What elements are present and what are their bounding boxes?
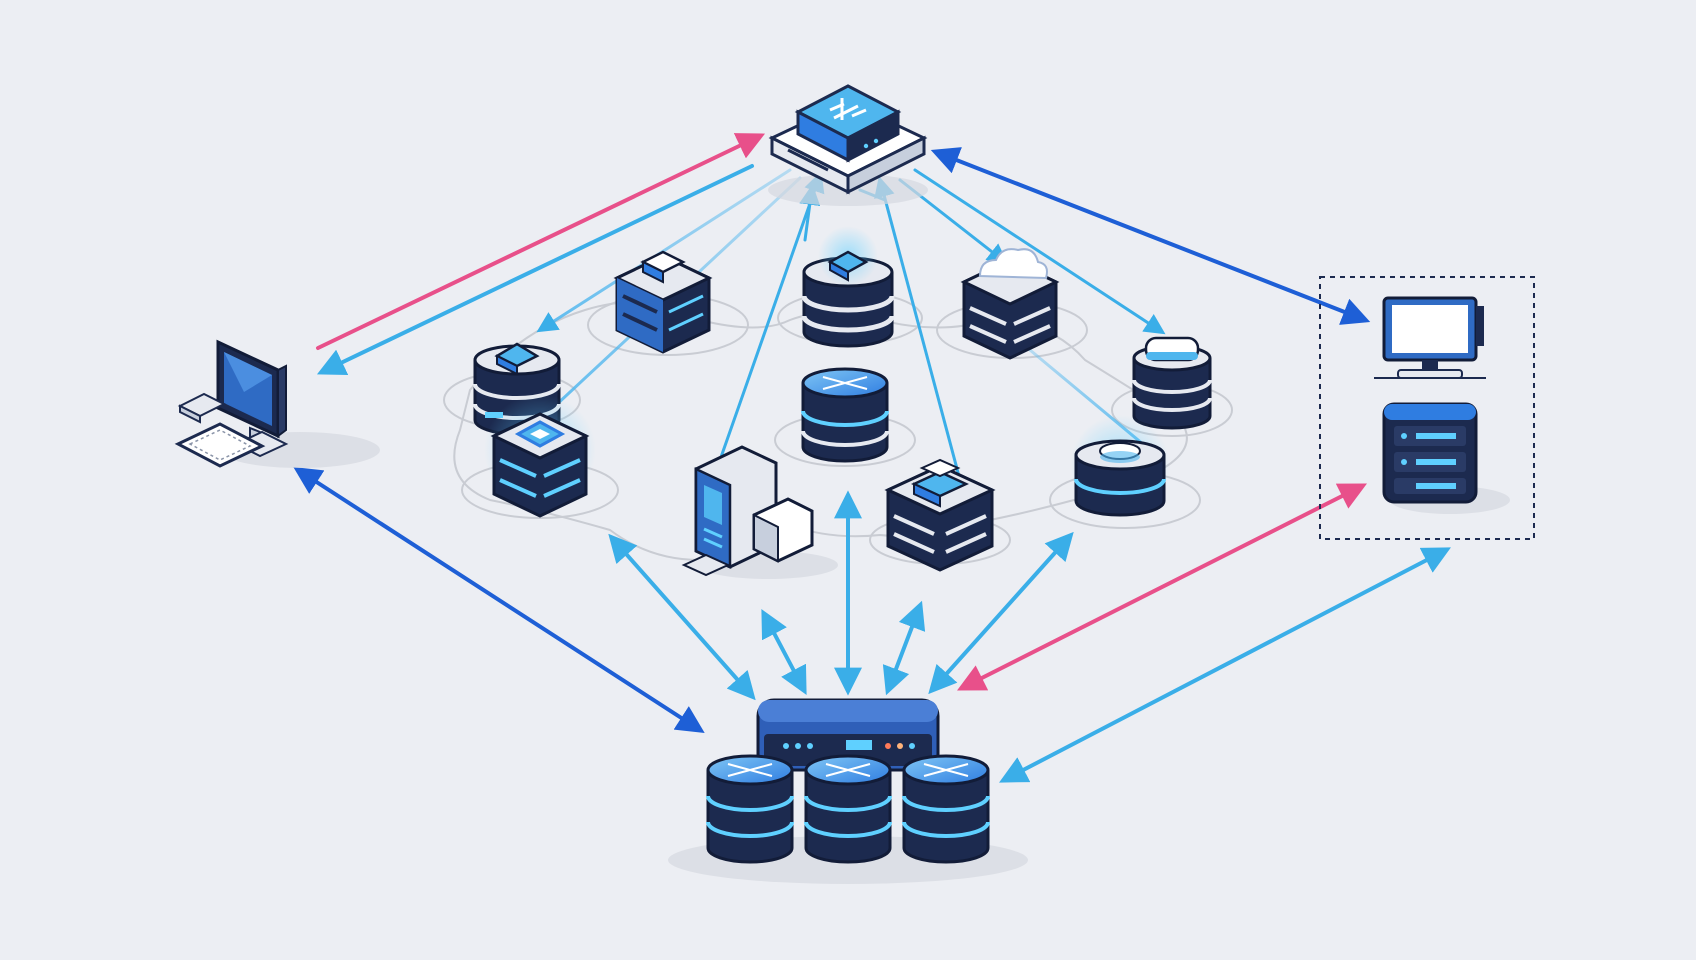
chip-server-icon[interactable] xyxy=(484,394,596,518)
network-switch-icon[interactable] xyxy=(768,84,928,206)
connection-arrow xyxy=(316,164,754,375)
workstation-icon[interactable] xyxy=(681,445,838,579)
connection-arrow xyxy=(882,600,926,696)
remote-group[interactable] xyxy=(1319,276,1535,540)
server-stack-icon[interactable] xyxy=(801,226,895,348)
connection-arrow xyxy=(608,533,756,701)
database-cluster-icon[interactable] xyxy=(668,698,1028,884)
connection-arrow xyxy=(761,609,807,695)
connection-arrow xyxy=(874,175,962,482)
database-icon xyxy=(804,754,892,864)
connection-arrow xyxy=(930,147,1371,325)
connection-arrow xyxy=(999,547,1451,783)
server-stack-icon[interactable] xyxy=(1070,415,1170,517)
connection-arrow xyxy=(536,168,792,333)
database-icon xyxy=(902,754,990,864)
connection-arrow xyxy=(928,531,1074,695)
connection-arrow xyxy=(718,171,825,462)
server-stack-icon[interactable] xyxy=(884,458,996,572)
server-stack-icon[interactable] xyxy=(613,250,713,354)
cloud-server-icon[interactable] xyxy=(1132,336,1212,430)
remote-group-frame xyxy=(1319,276,1535,540)
connection-arrow xyxy=(913,168,1166,335)
monitor-icon[interactable] xyxy=(1374,296,1486,379)
connection-arrow xyxy=(293,466,705,734)
database-icon[interactable] xyxy=(801,367,889,463)
cloud-server-icon[interactable] xyxy=(960,248,1060,360)
connection-arrow xyxy=(316,133,766,350)
desktop-computer-icon[interactable] xyxy=(174,339,380,468)
server-rack-icon[interactable] xyxy=(1382,402,1510,514)
database-icon xyxy=(706,754,794,864)
